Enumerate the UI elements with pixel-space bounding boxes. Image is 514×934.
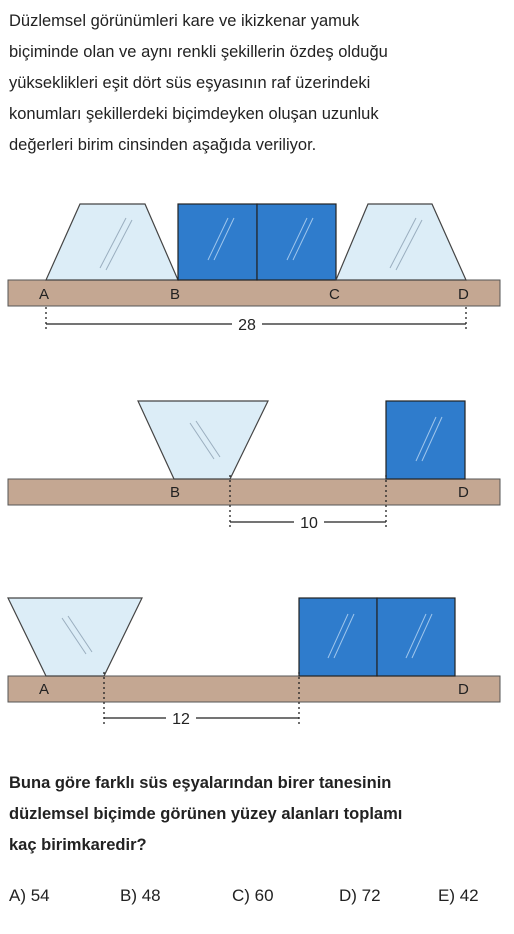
glass-highlight (395, 219, 423, 271)
question-line: düzlemsel biçimde görünen yüzey alanları… (9, 805, 403, 823)
option-c[interactable]: C) 60 (232, 886, 274, 905)
answer-options: A) 54 B) 48 C) 60 D) 72 E) 42 (0, 886, 514, 916)
point-b-label: B (170, 286, 180, 303)
option-b[interactable]: B) 48 (120, 886, 161, 905)
question-text: Buna göre farklı süs eşyalarından birer … (9, 768, 509, 861)
figure-2: B D 10 (0, 395, 514, 545)
point-d-label: D (458, 681, 469, 698)
intro-paragraph: Düzlemsel görünümleri kare ve ikizkenar … (9, 6, 509, 161)
intro-line: biçiminde olan ve aynı renkli şekillerin… (9, 43, 388, 61)
glass-highlight (415, 416, 437, 462)
figure-1-drawing: A B C D 28 (7, 203, 501, 334)
glass-highlight (207, 217, 229, 261)
question-line: Buna göre farklı süs eşyalarından birer … (9, 774, 392, 792)
shelf (7, 675, 501, 703)
dimension-label: 28 (238, 317, 256, 334)
dimension-label: 10 (300, 515, 318, 532)
intro-line: yükseklikleri eşit dört süs eşyasının ra… (9, 74, 371, 92)
option-e[interactable]: E) 42 (438, 886, 479, 905)
glass-highlight (405, 613, 427, 659)
dimension-label: 12 (172, 711, 190, 728)
glass-highlight (333, 613, 355, 659)
point-d-label: D (458, 286, 469, 303)
figure-2-drawing: B D 10 (7, 400, 501, 532)
trapezoid-right (335, 203, 467, 281)
glass-highlight (411, 613, 433, 659)
intro-line: konumları şekillerdeki biçimdeyken oluşa… (9, 105, 379, 123)
figure-1: A B C D 28 (0, 190, 514, 340)
glass-highlight (292, 217, 314, 261)
point-b-label: B (170, 484, 180, 501)
trapezoid-left (45, 203, 179, 281)
glass-highlight (67, 615, 93, 653)
glass-highlight (195, 420, 221, 458)
point-d-label: D (458, 484, 469, 501)
question-line: kaç birimkaredir? (9, 836, 147, 854)
intro-line: Düzlemsel görünümleri kare ve ikizkenar … (9, 12, 360, 30)
intro-line: değerleri birim cinsinden aşağıda verili… (9, 136, 317, 154)
square-1 (298, 597, 378, 677)
glass-highlight (105, 219, 133, 271)
shelf (7, 279, 501, 307)
trapezoid (137, 400, 269, 480)
glass-highlight (61, 617, 87, 655)
point-c-label: C (329, 286, 340, 303)
point-a-label: A (39, 286, 49, 303)
glass-highlight (189, 422, 215, 460)
figure-3: A D 12 (0, 590, 514, 740)
glass-highlight (213, 217, 235, 261)
point-a-label: A (39, 681, 49, 698)
square-2 (376, 597, 456, 677)
glass-highlight (327, 613, 349, 659)
glass-highlight (286, 217, 308, 261)
square-2 (256, 203, 337, 281)
figure-3-drawing: A D 12 (7, 597, 501, 728)
square-1 (177, 203, 258, 281)
glass-highlight (421, 416, 443, 462)
glass-highlight (389, 217, 417, 269)
glass-highlight (99, 217, 127, 269)
option-d[interactable]: D) 72 (339, 886, 381, 905)
option-a[interactable]: A) 54 (9, 886, 50, 905)
shelf (7, 478, 501, 506)
